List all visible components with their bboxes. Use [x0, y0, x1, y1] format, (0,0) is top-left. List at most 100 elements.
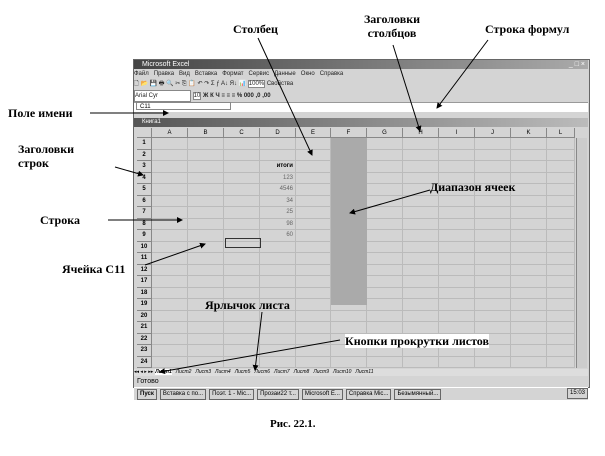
- row-header-3[interactable]: 3: [137, 161, 152, 173]
- cell-D2[interactable]: [260, 149, 296, 161]
- menu-item[interactable]: Окно: [300, 71, 315, 77]
- menu-item[interactable]: Справка: [319, 71, 344, 77]
- cell-A20[interactable]: [152, 310, 188, 322]
- cell-D5[interactable]: 4546: [260, 184, 296, 196]
- cell-D9[interactable]: 60: [260, 230, 296, 242]
- cell-K5[interactable]: [511, 184, 547, 196]
- cell-L6[interactable]: [547, 195, 575, 207]
- cell-I5[interactable]: [439, 184, 475, 196]
- cell-K1[interactable]: [511, 138, 547, 150]
- menu-item[interactable]: Файл: [134, 71, 149, 77]
- row-header-10[interactable]: 10: [137, 241, 152, 253]
- cell-E5[interactable]: [296, 184, 331, 196]
- cell-D17[interactable]: [260, 276, 296, 288]
- select-all-corner[interactable]: [137, 128, 152, 138]
- cell-B19[interactable]: [188, 299, 224, 311]
- cell-I10[interactable]: [439, 241, 475, 253]
- cell-B23[interactable]: [188, 345, 224, 357]
- row-header-9[interactable]: 9: [137, 230, 152, 242]
- cell-E8[interactable]: [296, 218, 331, 230]
- cell-I17[interactable]: [439, 276, 475, 288]
- cell-G18[interactable]: [367, 287, 403, 299]
- cell-D22[interactable]: [260, 333, 296, 345]
- cell-G4[interactable]: [367, 172, 403, 184]
- cell-G9[interactable]: [367, 230, 403, 242]
- row-header-6[interactable]: 6: [137, 195, 152, 207]
- column-header-L[interactable]: L: [547, 128, 575, 138]
- cell-D20[interactable]: [260, 310, 296, 322]
- cell-J23[interactable]: [475, 345, 511, 357]
- menu-item[interactable]: Вставка: [194, 71, 218, 77]
- cell-I23[interactable]: [439, 345, 475, 357]
- format-buttons[interactable]: Ж К Ч ≡ ≡ ≡ % 000 ,0 ,00: [203, 93, 271, 99]
- cell-G1[interactable]: [367, 138, 403, 150]
- column-header-E[interactable]: E: [296, 128, 331, 138]
- cell-D7[interactable]: 25: [260, 207, 296, 219]
- row-header-4[interactable]: 4: [137, 172, 152, 184]
- cell-B10[interactable]: [188, 241, 224, 253]
- cell-L18[interactable]: [547, 287, 575, 299]
- cell-L2[interactable]: [547, 149, 575, 161]
- cell-A21[interactable]: [152, 322, 188, 334]
- sheet-tab[interactable]: Лист9: [313, 369, 329, 375]
- cell-C19[interactable]: [224, 299, 260, 311]
- cell-I9[interactable]: [439, 230, 475, 242]
- cell-A1[interactable]: [152, 138, 188, 150]
- toolbar-icons[interactable]: 🗋 📂 💾 🖶 🔍 ✂ ⎘ 📋 ↶ ↷ Σ ƒ A↓ Я↓ 📊: [134, 81, 247, 87]
- cell-A19[interactable]: [152, 299, 188, 311]
- menu-item[interactable]: Данные: [274, 71, 296, 77]
- cell-J2[interactable]: [475, 149, 511, 161]
- taskbar-item[interactable]: Справка Mic...: [345, 389, 392, 400]
- cell-L17[interactable]: [547, 276, 575, 288]
- cell-E2[interactable]: [296, 149, 331, 161]
- cell-E3[interactable]: [296, 161, 331, 173]
- cell-B20[interactable]: [188, 310, 224, 322]
- column-header-D[interactable]: D: [260, 128, 296, 138]
- cell-K8[interactable]: [511, 218, 547, 230]
- cell-A17[interactable]: [152, 276, 188, 288]
- cell-H8[interactable]: [403, 218, 439, 230]
- cell-J4[interactable]: [475, 172, 511, 184]
- cell-E18[interactable]: [296, 287, 331, 299]
- cell-H10[interactable]: [403, 241, 439, 253]
- cell-L4[interactable]: [547, 172, 575, 184]
- menu-item[interactable]: Формат: [222, 71, 244, 77]
- cell-B9[interactable]: [188, 230, 224, 242]
- cell-K21[interactable]: [511, 322, 547, 334]
- cell-E17[interactable]: [296, 276, 331, 288]
- cell-A11[interactable]: [152, 253, 188, 265]
- cell-B5[interactable]: [188, 184, 224, 196]
- cell-J6[interactable]: [475, 195, 511, 207]
- cell-E7[interactable]: [296, 207, 331, 219]
- cell-H17[interactable]: [403, 276, 439, 288]
- name-box[interactable]: C11: [136, 102, 231, 110]
- cell-G10[interactable]: [367, 241, 403, 253]
- cell-A18[interactable]: [152, 287, 188, 299]
- cell-A7[interactable]: [152, 207, 188, 219]
- cell-G23[interactable]: [367, 345, 403, 357]
- cell-H20[interactable]: [403, 310, 439, 322]
- row-header-17[interactable]: 17: [137, 276, 152, 288]
- font-select[interactable]: Arial Cyr: [134, 90, 191, 102]
- cell-B21[interactable]: [188, 322, 224, 334]
- taskbar-item[interactable]: Безымянный...: [394, 389, 442, 400]
- cell-E9[interactable]: [296, 230, 331, 242]
- cell-F20[interactable]: [331, 310, 367, 322]
- column-header-C[interactable]: C: [224, 128, 260, 138]
- cell-C4[interactable]: [224, 172, 260, 184]
- sheet-tab[interactable]: Лист4: [215, 369, 231, 375]
- cell-B6[interactable]: [188, 195, 224, 207]
- cell-L19[interactable]: [547, 299, 575, 311]
- menu-item[interactable]: Сервис: [248, 71, 270, 77]
- cell-H1[interactable]: [403, 138, 439, 150]
- cell-E12[interactable]: [296, 264, 331, 276]
- cell-H21[interactable]: [403, 322, 439, 334]
- cell-G6[interactable]: [367, 195, 403, 207]
- cell-K19[interactable]: [511, 299, 547, 311]
- cell-B22[interactable]: [188, 333, 224, 345]
- cell-D11[interactable]: [260, 253, 296, 265]
- cell-K7[interactable]: [511, 207, 547, 219]
- cell-H4[interactable]: [403, 172, 439, 184]
- cell-L8[interactable]: [547, 218, 575, 230]
- cell-L22[interactable]: [547, 333, 575, 345]
